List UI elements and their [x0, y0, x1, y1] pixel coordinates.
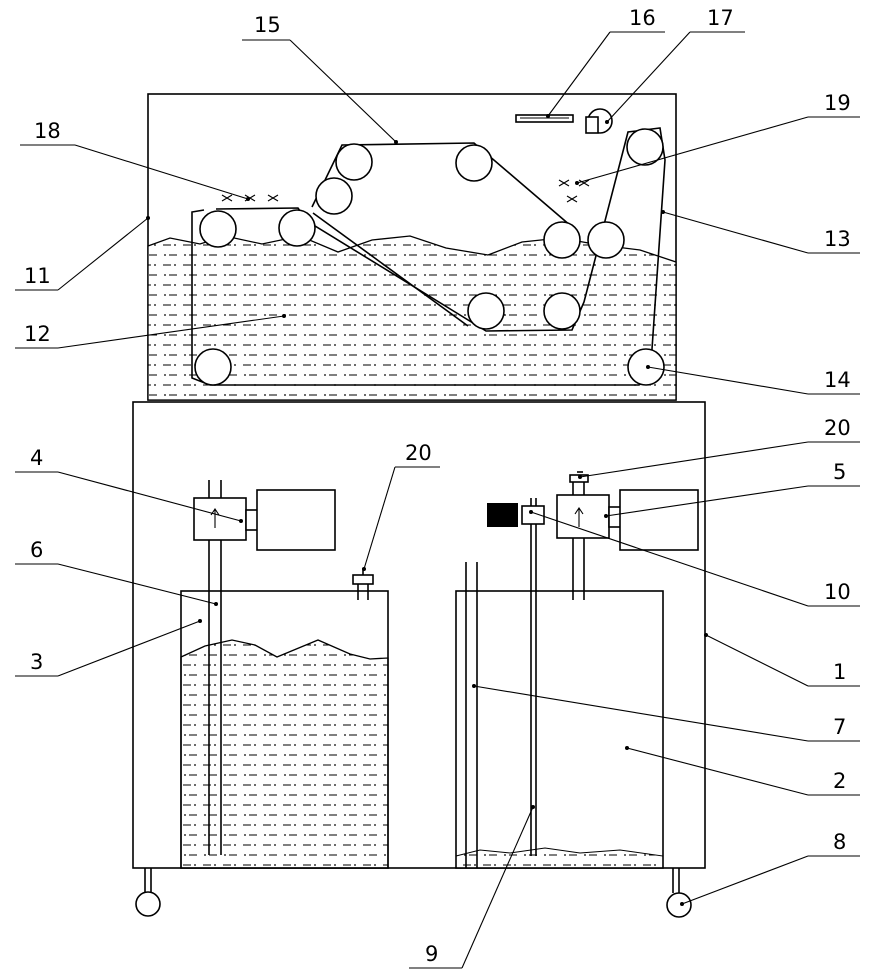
label-6: 6 — [30, 538, 43, 562]
label-11: 11 — [24, 264, 51, 288]
label-18: 18 — [34, 119, 61, 143]
label-8: 8 — [833, 830, 846, 854]
label-9: 9 — [425, 942, 438, 966]
pipe-7 — [466, 562, 477, 868]
label-19: 19 — [824, 91, 851, 115]
right-caster — [667, 868, 691, 917]
label-12: 12 — [24, 322, 51, 346]
leader-lines — [15, 32, 860, 968]
motor-4 — [257, 490, 335, 550]
left-storage-tank — [181, 591, 388, 868]
label-15: 15 — [254, 13, 281, 37]
label-16: 16 — [629, 6, 656, 30]
label-20-right: 20 — [824, 416, 851, 440]
label-2: 2 — [833, 769, 846, 793]
stirrer-assembly — [487, 498, 544, 856]
left-liquid — [181, 640, 388, 868]
right-storage-tank — [456, 591, 663, 868]
label-17: 17 — [707, 6, 734, 30]
label-5: 5 — [833, 460, 846, 484]
pump-5-assembly — [557, 478, 698, 600]
label-7: 7 — [833, 715, 846, 739]
label-10: 10 — [824, 580, 851, 604]
label-13: 13 — [824, 227, 851, 251]
spray-marks-18 — [222, 195, 278, 201]
label-14: 14 — [824, 368, 851, 392]
valve-20-left — [353, 568, 373, 600]
label-4: 4 — [30, 446, 43, 470]
label-20-left: 20 — [405, 441, 432, 465]
label-1: 1 — [833, 660, 846, 684]
left-caster — [136, 868, 160, 916]
spray-marks-19 — [559, 180, 589, 202]
label-3: 3 — [30, 650, 43, 674]
motor-5 — [620, 490, 698, 550]
motor-10 — [487, 503, 518, 527]
right-sediment — [456, 848, 663, 868]
